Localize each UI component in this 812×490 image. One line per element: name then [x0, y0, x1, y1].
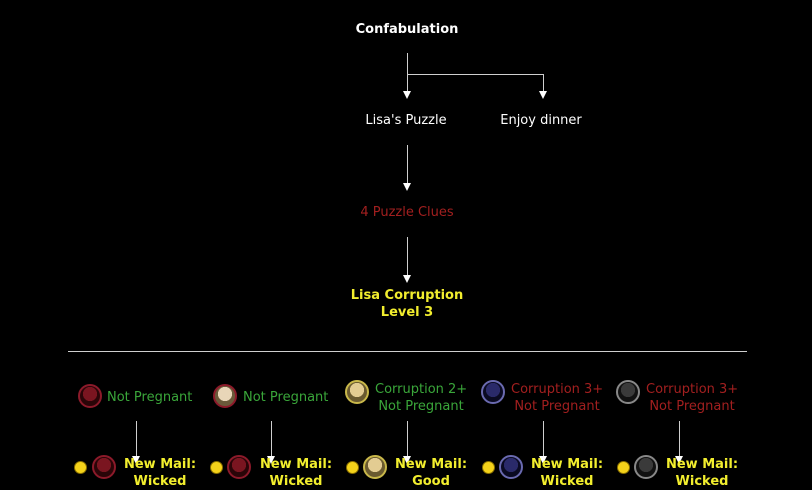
connector-puzzle-requirement — [407, 145, 408, 183]
coin-icon — [346, 461, 359, 474]
condition-text-4a: Corruption 3+ — [511, 382, 604, 397]
connector-root-right — [543, 74, 544, 91]
arrow-down-icon — [403, 456, 411, 464]
arrow-down-icon — [132, 456, 140, 464]
mail-type-3: Good — [412, 474, 450, 489]
blonde-girl-portrait — [213, 384, 237, 408]
mail-label-3: New Mail: — [394, 457, 468, 472]
red-haired-girl-portrait — [78, 384, 102, 408]
choice-enjoy-dinner: Enjoy dinner — [500, 113, 582, 128]
mail-type-5: Wicked — [675, 474, 729, 489]
arrow-down-icon — [267, 456, 275, 464]
requirement-puzzle-clues: 4 Puzzle Clues — [360, 205, 454, 220]
mail-label-5: New Mail: — [665, 457, 739, 472]
red-haired-girl-portrait — [92, 455, 116, 479]
dark-haired-girl-portrait — [616, 380, 640, 404]
coin-icon — [617, 461, 630, 474]
connector-route-4 — [543, 421, 544, 457]
dark-blue-haired-girl-portrait — [499, 455, 523, 479]
dark-blue-haired-girl-portrait — [481, 380, 505, 404]
arrow-down-icon — [403, 275, 411, 283]
connector-route-2 — [271, 421, 272, 457]
mail-label-4: New Mail: — [530, 457, 604, 472]
result-line-2: Level 3 — [380, 305, 434, 320]
connector-requirement-result — [407, 237, 408, 275]
connector-route-3 — [407, 421, 408, 457]
section-divider — [68, 351, 747, 352]
blonde-girl-portrait — [345, 380, 369, 404]
dark-haired-girl-portrait — [634, 455, 658, 479]
coin-icon — [74, 461, 87, 474]
mail-type-1: Wicked — [133, 474, 187, 489]
arrow-down-icon — [403, 91, 411, 99]
condition-text-5b: Not Pregnant — [649, 399, 735, 414]
red-haired-girl-portrait — [227, 455, 251, 479]
mail-type-2: Wicked — [269, 474, 323, 489]
connector-route-5 — [679, 421, 680, 457]
blonde-girl-portrait — [363, 455, 387, 479]
arrow-down-icon — [539, 91, 547, 99]
arrow-down-icon — [539, 456, 547, 464]
condition-text-1: Not Pregnant — [107, 390, 193, 405]
connector-root-branch — [407, 74, 543, 75]
condition-text-3b: Not Pregnant — [378, 399, 464, 414]
mail-label-2: New Mail: — [259, 457, 333, 472]
condition-text-2: Not Pregnant — [243, 390, 329, 405]
result-line-1: Lisa Corruption — [350, 288, 464, 303]
arrow-down-icon — [675, 456, 683, 464]
choice-lisas-puzzle: Lisa's Puzzle — [365, 113, 447, 128]
root-node-title: Confabulation — [355, 22, 459, 37]
mail-label-1: New Mail: — [123, 457, 197, 472]
condition-text-4b: Not Pregnant — [514, 399, 600, 414]
coin-icon — [482, 461, 495, 474]
coin-icon — [210, 461, 223, 474]
condition-text-3a: Corruption 2+ — [375, 382, 468, 397]
connector-route-1 — [136, 421, 137, 457]
arrow-down-icon — [403, 183, 411, 191]
connector-root-left — [407, 53, 408, 91]
condition-text-5a: Corruption 3+ — [646, 382, 739, 397]
mail-type-4: Wicked — [540, 474, 594, 489]
